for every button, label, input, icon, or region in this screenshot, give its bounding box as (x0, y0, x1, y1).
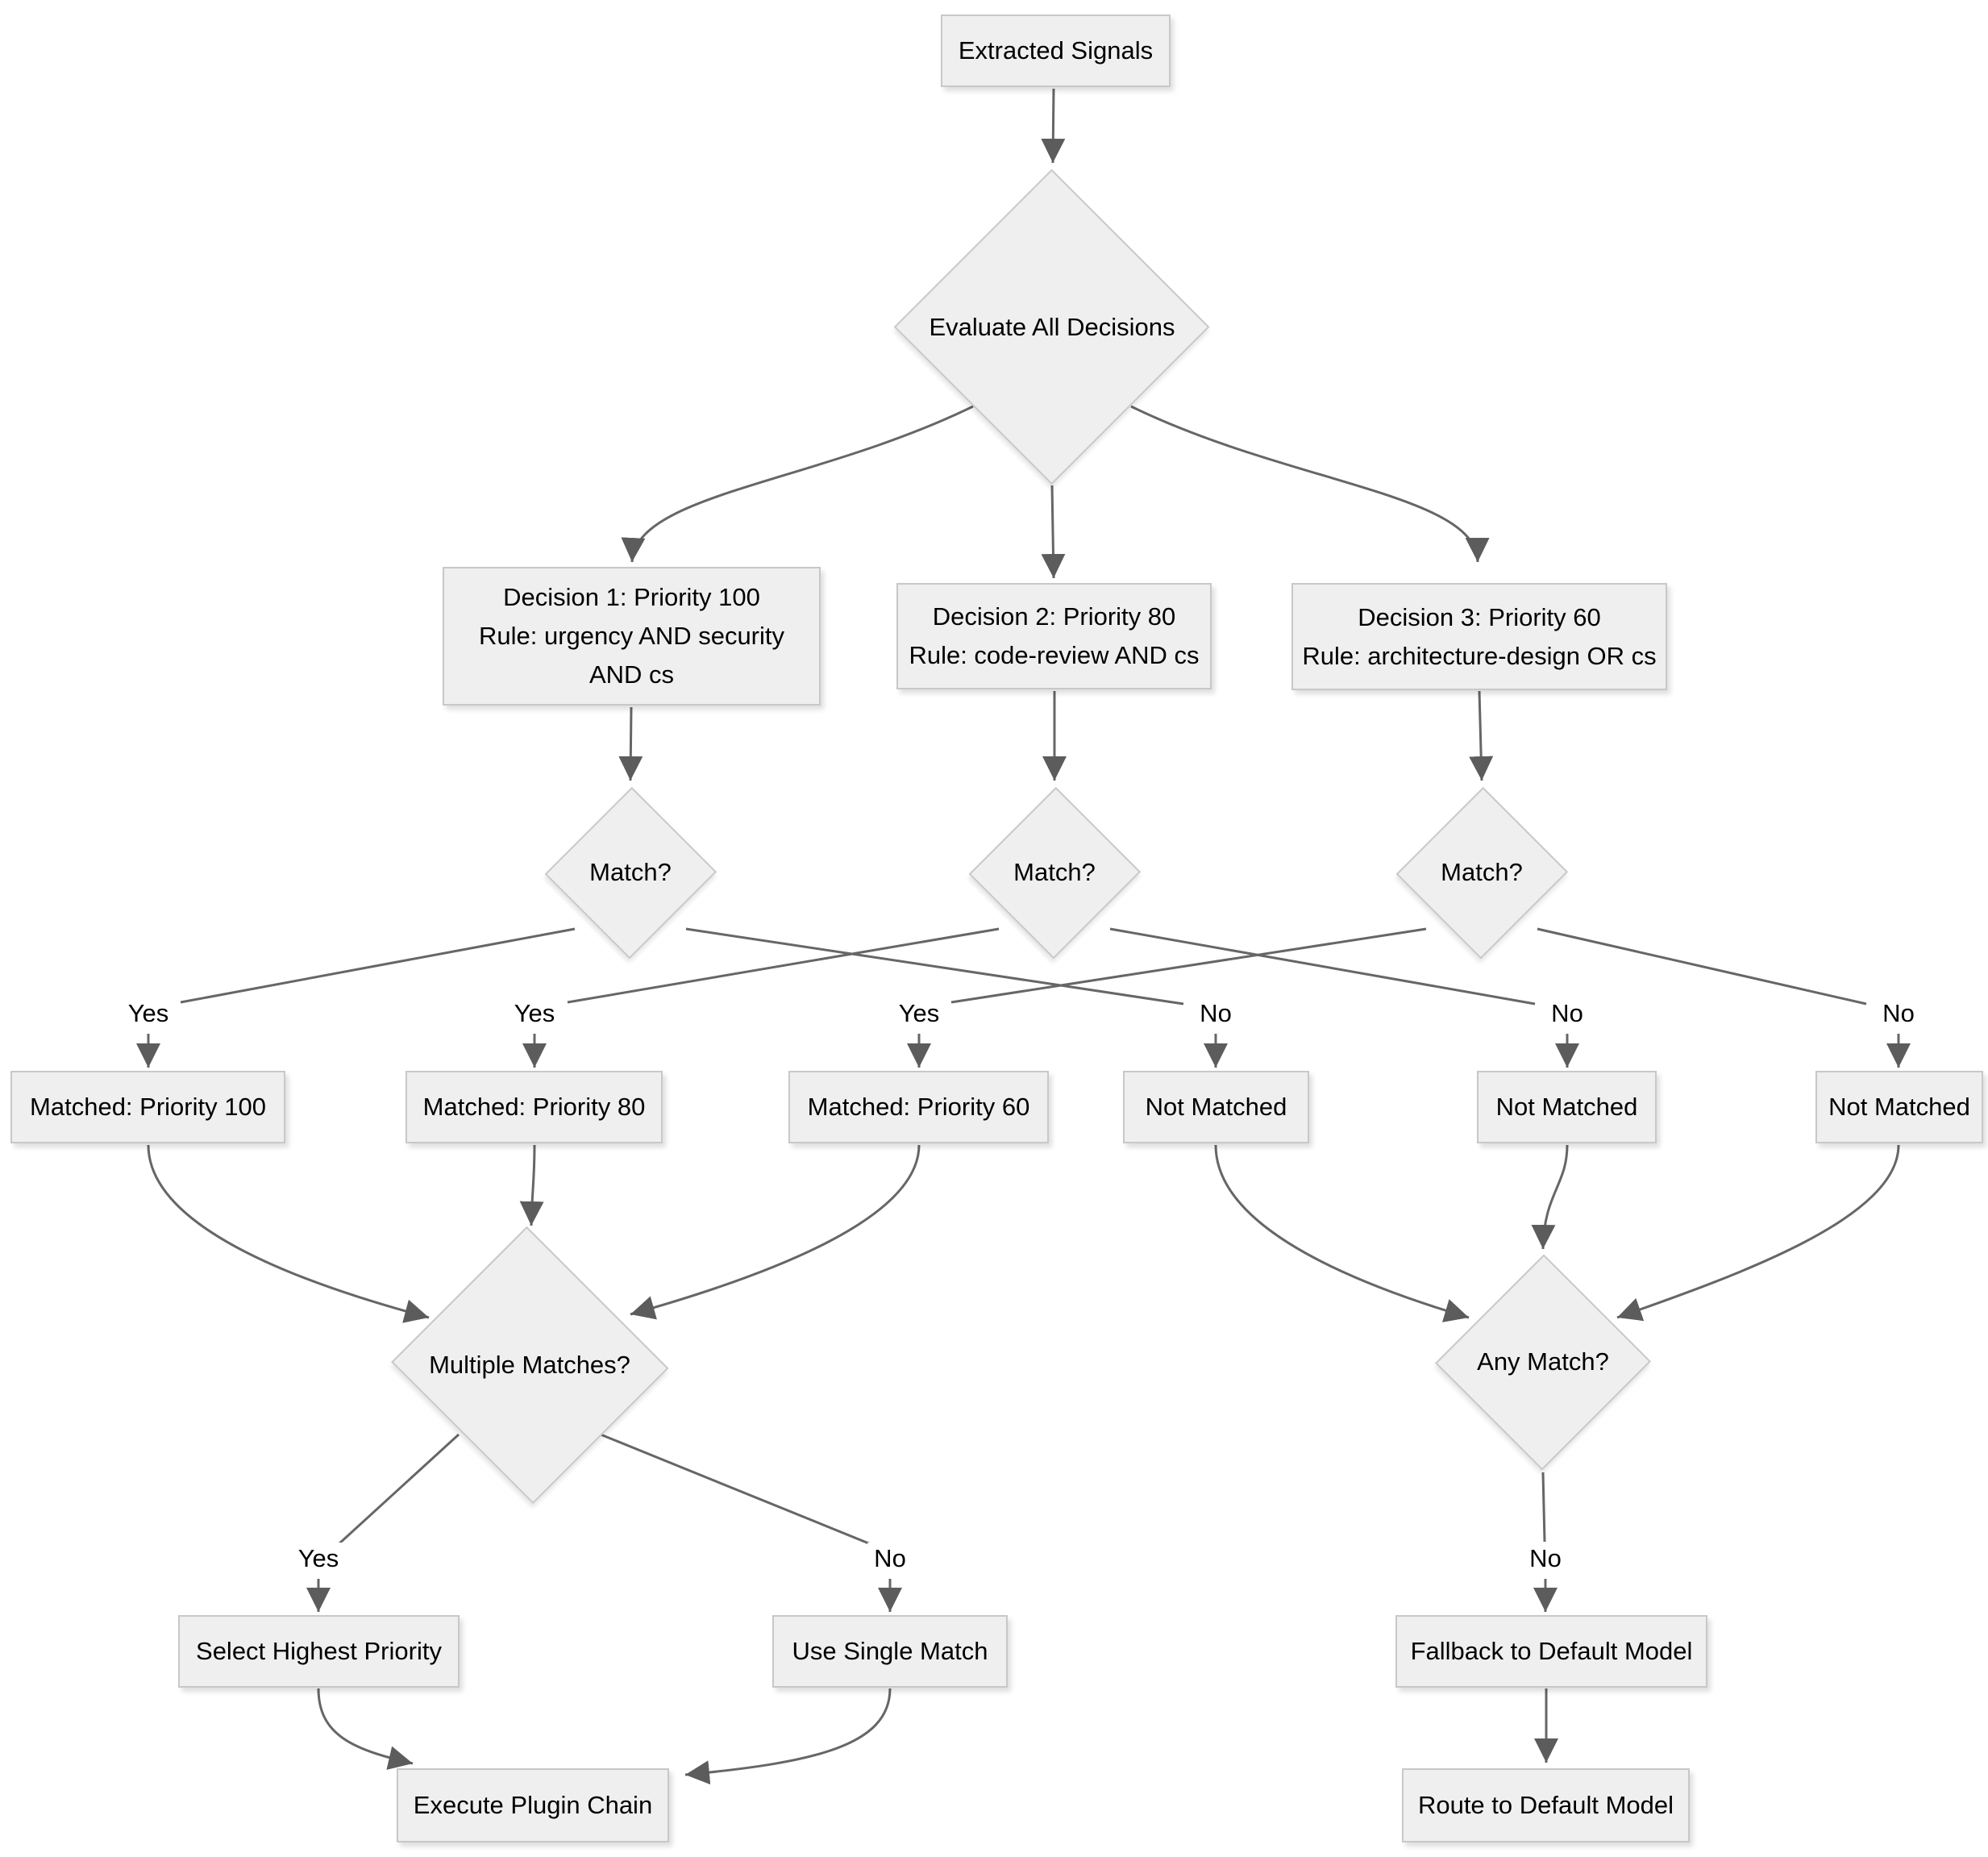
edge-match2-no-diagonal (1109, 927, 1536, 1006)
node-decision-1: Decision 1: Priority 100 Rule: urgency A… (443, 567, 821, 706)
node-execute-plugin-chain: Execute Plugin Chain (397, 1768, 669, 1842)
edge-matched80-to-multiple (519, 1144, 544, 1226)
node-evaluate-all-decisions: Evaluate All Decisions (894, 169, 1210, 485)
edge-label-multiple-no: No (867, 1543, 913, 1575)
node-decision-3: Decision 3: Priority 60 Rule: architectu… (1291, 583, 1667, 690)
edge-matched60-to-multiple (630, 1144, 921, 1320)
edge-select-to-execute (317, 1688, 414, 1770)
edge-notmatched1-to-anymatch (1214, 1144, 1470, 1322)
node-matched-priority-80: Matched: Priority 80 (406, 1071, 663, 1143)
edge-match3-no-diagonal (1537, 927, 1867, 1006)
node-matched-priority-100: Matched: Priority 100 (10, 1071, 285, 1143)
edge-label-match2-no: No (1545, 997, 1590, 1030)
edge-notmatched2-to-anymatch (1531, 1144, 1569, 1250)
node-use-single-match: Use Single Match (772, 1615, 1008, 1688)
node-multiple-matches: Multiple Matches? (388, 1230, 672, 1501)
node-not-matched-3: Not Matched (1815, 1071, 1983, 1143)
node-decision-2: Decision 2: Priority 80 Rule: code-revie… (896, 583, 1212, 689)
edge-notmatched3-to-anymatch (1616, 1144, 1900, 1322)
edge-label-match3-no: No (1876, 997, 1921, 1030)
edge-anymatch-no-line (1541, 1472, 1546, 1543)
edge-extracted-to-evaluate (1041, 88, 1066, 164)
edge-match2-yes-diagonal (567, 927, 1000, 1004)
edge-label-match1-yes: Yes (121, 997, 176, 1030)
edge-match3-yes-diagonal (950, 927, 1427, 1004)
match-1-label: Match? (589, 858, 672, 886)
node-match-1: Match? (546, 785, 715, 960)
node-fallback-to-default-model: Fallback to Default Model (1395, 1615, 1707, 1688)
edge-label-multiple-yes: Yes (291, 1543, 346, 1575)
match-2-label: Match? (1013, 858, 1096, 886)
node-not-matched-2: Not Matched (1477, 1071, 1657, 1143)
node-matched-priority-60: Matched: Priority 60 (788, 1071, 1049, 1143)
node-route-to-default-model: Route to Default Model (1402, 1768, 1690, 1842)
edge-decision1-to-match1 (618, 706, 643, 781)
multiple-matches-label: Multiple Matches? (429, 1351, 630, 1379)
match-3-label: Match? (1441, 858, 1523, 886)
edge-label-match3-yes: Yes (892, 997, 946, 1030)
evaluate-all-decisions-label: Evaluate All Decisions (929, 313, 1175, 341)
node-match-2: Match? (970, 785, 1139, 960)
node-match-3: Match? (1397, 785, 1566, 960)
edge-label-match2-yes: Yes (507, 997, 562, 1030)
edge-label-match1-no: No (1193, 997, 1238, 1030)
node-extracted-signals: Extracted Signals (941, 15, 1171, 87)
edge-single-to-execute (684, 1688, 892, 1785)
edge-label-anymatch-no: No (1523, 1543, 1568, 1575)
edge-match1-yes-diагonal (180, 927, 576, 1004)
any-match-label: Any Match? (1477, 1347, 1609, 1376)
node-any-match: Any Match? (1436, 1253, 1650, 1471)
node-not-matched-1: Not Matched (1123, 1071, 1309, 1143)
edge-decision3-to-match3 (1469, 690, 1494, 781)
node-select-highest-priority: Select Highest Priority (178, 1615, 460, 1688)
edge-match1-no-diagonal (685, 927, 1184, 1006)
edge-evaluate-to-decision2 (1041, 485, 1066, 579)
edge-matched100-to-multiple (147, 1144, 430, 1323)
